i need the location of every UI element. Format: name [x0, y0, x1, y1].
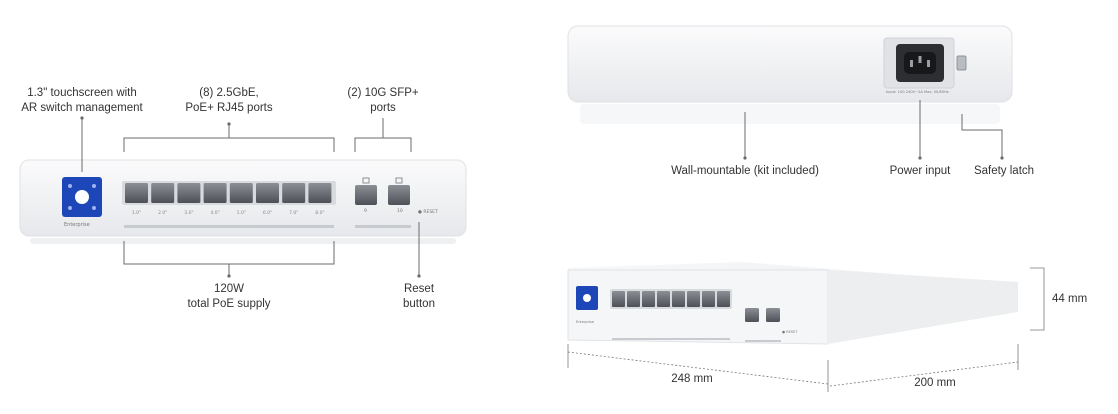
wall-mount-leader-dot [743, 156, 747, 160]
rj45-port [177, 183, 201, 203]
rj45-port-label: 6.0" [263, 210, 272, 216]
rj45-bracket [123, 137, 335, 152]
front-callout-lines [81, 118, 420, 276]
rear-switch-reflection [580, 104, 1000, 124]
power-pin [910, 60, 913, 67]
perspective-sfp-port [745, 308, 759, 322]
rj45-port [125, 183, 148, 203]
touchscreen-callout: 1.3" touchscreen with AR switch manageme… [12, 86, 152, 116]
poe-callout: 120W total PoE supply [159, 282, 299, 312]
sfp-port-label: 9 [364, 209, 367, 214]
front-switch-shadow [30, 238, 456, 244]
power-rating-label: Input: 100-240V~2A Max, 50/60Hz [886, 90, 949, 94]
perspective-brand-label: Enterprise [576, 320, 595, 324]
rj45-callout-line1: (8) 2.5GbE, [199, 87, 259, 99]
rear-callout-lines [744, 100, 1003, 158]
poe-leader-dot [227, 274, 231, 278]
touchscreen-button-icon [92, 206, 96, 210]
sfp-callout: (2) 10G SFP+ ports [333, 86, 433, 116]
rj45-callout: (8) 2.5GbE, PoE+ RJ45 ports [159, 86, 299, 116]
rj45-port [256, 183, 279, 203]
perspective-rj45-port [717, 291, 730, 307]
perspective-rj45-port [672, 291, 685, 307]
rj45-callout-line2: PoE+ RJ45 ports [185, 102, 273, 114]
rj45-port-label: 7.0" [289, 210, 298, 216]
safety-latch [956, 55, 967, 71]
rj45-port-label: 1.0" [237, 210, 246, 216]
perspective-rj45-ports [612, 291, 730, 307]
reset-callout-line2: button [403, 298, 435, 310]
perspective-view-switch [567, 262, 1018, 345]
rear-view-switch [567, 25, 1013, 124]
perspective-rj45-port [642, 291, 655, 307]
reset-leader-dot [417, 274, 421, 278]
touchscreen-button-icon [68, 206, 72, 210]
power-pin [918, 56, 922, 63]
reset-callout-line1: Reset [403, 283, 435, 295]
sfp-led [395, 177, 403, 184]
depth-dimension: 200 mm [914, 377, 956, 389]
rj45-ports [125, 183, 332, 203]
sfp-port [355, 185, 377, 205]
perspective-sfp-led-bar [745, 340, 781, 342]
touchscreen-dial-icon [75, 190, 89, 204]
width-dimension: 248 mm [671, 373, 713, 385]
power-pin [927, 60, 930, 67]
touchscreen-button-icon [92, 184, 96, 188]
height-dimension-line [1030, 267, 1045, 331]
height-dimension: 44 mm [1052, 293, 1088, 305]
rj45-port-label: 3.0" [184, 210, 193, 216]
safety-latch-leader-dot [1000, 156, 1004, 160]
dimension-lines [567, 267, 1045, 392]
sfp-led-bar [355, 225, 411, 228]
rj45-port-labels: 1.0" 2.0" 3.0" 4.0" 1.0" 6.0" 7.0" 8.0" [132, 210, 325, 216]
power-input-leader-dot [918, 156, 922, 160]
rj45-port [151, 183, 175, 203]
rj45-port-label: 1.0" [132, 210, 141, 216]
safety-latch-callout: Safety latch [973, 165, 1035, 177]
rj45-port-label: 2.0" [158, 210, 167, 216]
rj45-port [229, 183, 253, 203]
poe-callout-line2: total PoE supply [187, 298, 271, 310]
sfp-bracket [354, 137, 412, 152]
perspective-rj45-port [702, 291, 715, 307]
perspective-dial-icon [583, 294, 591, 302]
switch-side-face [828, 270, 1018, 344]
safety-latch-leader-line [961, 114, 1003, 158]
rj45-leader-dot [227, 122, 231, 126]
rj45-port [308, 183, 332, 203]
power-input-callout: Power input [889, 165, 951, 177]
perspective-rj45-port [687, 291, 700, 307]
poe-bracket [123, 241, 335, 265]
poe-callout-line1: 120W [213, 283, 245, 295]
perspective-rj45-block [610, 289, 732, 309]
perspective-led-bar [612, 338, 730, 340]
touchscreen-leader-dot [80, 116, 84, 120]
reset-callout: Reset button [384, 282, 454, 312]
rj45-port [203, 183, 227, 203]
rj45-port-label: 4.0" [210, 210, 219, 216]
front-reset-label: ● RESET [418, 210, 438, 215]
sfp-callout-line2: ports [370, 102, 396, 114]
sfp-port [388, 185, 410, 205]
wall-mount-callout: Wall-mountable (kit included) [671, 165, 819, 177]
rj45-port [282, 183, 306, 203]
depth-dimension-line [829, 361, 1019, 387]
perspective-sfp-port [766, 308, 780, 322]
sfp-led [362, 177, 370, 184]
touchscreen-callout-line1: 1.3" touchscreen with [27, 87, 137, 99]
rj45-port-label: 8.0" [315, 210, 324, 216]
perspective-rj45-port [627, 291, 640, 307]
perspective-reset-label: ● RESET [782, 330, 798, 334]
sfp-port-label: 10 [397, 209, 403, 214]
poe-led-bar [124, 225, 334, 228]
perspective-rj45-port [657, 291, 670, 307]
front-brand-label: Enterprise [64, 222, 90, 228]
touchscreen-callout-line2: AR switch management [21, 102, 143, 114]
perspective-rj45-port [612, 291, 625, 307]
sfp-callout-line1: (2) 10G SFP+ [347, 87, 419, 99]
front-view-switch: 1.0" 2.0" 3.0" 4.0" 1.0" 6.0" 7.0" 8.0" [19, 159, 467, 244]
touchscreen-button-icon [68, 184, 72, 188]
